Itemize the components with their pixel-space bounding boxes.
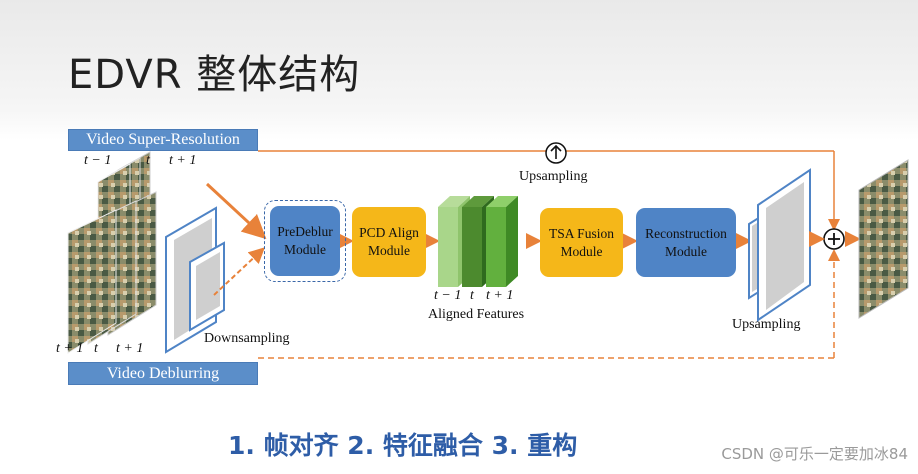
sr-frame-next-label: t + 1 xyxy=(169,153,197,168)
csdn-watermark: CSDN @可乐一定要加冰84 xyxy=(721,445,908,463)
tsa-line1: TSA Fusion xyxy=(549,225,614,241)
slide-title: EDVR 整体结构 xyxy=(68,52,361,98)
tsa-line2: Module xyxy=(560,243,603,259)
video-super-resolution-tag: Video Super-Resolution xyxy=(68,129,258,151)
video-deblurring-tag: Video Deblurring xyxy=(68,362,258,385)
deblur-skip-path xyxy=(258,249,840,359)
deblur-frame-next-label: t + 1 xyxy=(116,341,144,356)
steps-caption: 1. 帧对齐 2. 特征融合 3. 重构 xyxy=(228,431,578,460)
sum-circle-icon xyxy=(823,228,845,250)
downsampling-block xyxy=(165,206,225,354)
sr-frame-prev-label: t − 1 xyxy=(84,153,112,168)
deblur-frame-cur-label: t xyxy=(94,341,98,356)
aligned-features-label: Aligned Features xyxy=(428,307,525,322)
upsampling-circle-icon xyxy=(545,142,567,164)
aligned-features-blocks xyxy=(438,196,518,287)
tsa-fusion-module: TSA Fusion Module xyxy=(540,208,623,277)
predeblur-line1: PreDeblur xyxy=(277,224,333,239)
upsampling-output-block xyxy=(748,168,811,322)
aligned-next-label: t + 1 xyxy=(486,288,514,303)
aligned-prev-label: t − 1 xyxy=(434,288,462,303)
rec-line1: Reconstruction xyxy=(645,225,727,241)
pcd-line2: Module xyxy=(368,243,410,258)
aligned-cur-label: t xyxy=(470,288,474,303)
pcd-align-module: PCD Align Module xyxy=(352,207,426,277)
sr-frame-cur-label: t xyxy=(146,153,150,168)
upsampling-right-label: Upsampling xyxy=(732,317,801,332)
pcd-line1: PCD Align xyxy=(359,225,419,240)
predeblur-line2: Module xyxy=(284,242,326,257)
downsampling-label: Downsampling xyxy=(204,331,290,346)
predeblur-dashed-outline xyxy=(264,200,346,282)
output-image xyxy=(858,159,909,319)
deblur-frame-prev-label: t + 1 xyxy=(56,341,84,356)
upsampling-top-label: Upsampling xyxy=(519,169,588,184)
rec-line2: Module xyxy=(665,243,707,259)
reconstruction-module: Reconstruction Module xyxy=(636,208,736,277)
input-frames-deblur xyxy=(67,191,157,354)
predeblur-module: PreDeblur Module xyxy=(270,206,340,276)
